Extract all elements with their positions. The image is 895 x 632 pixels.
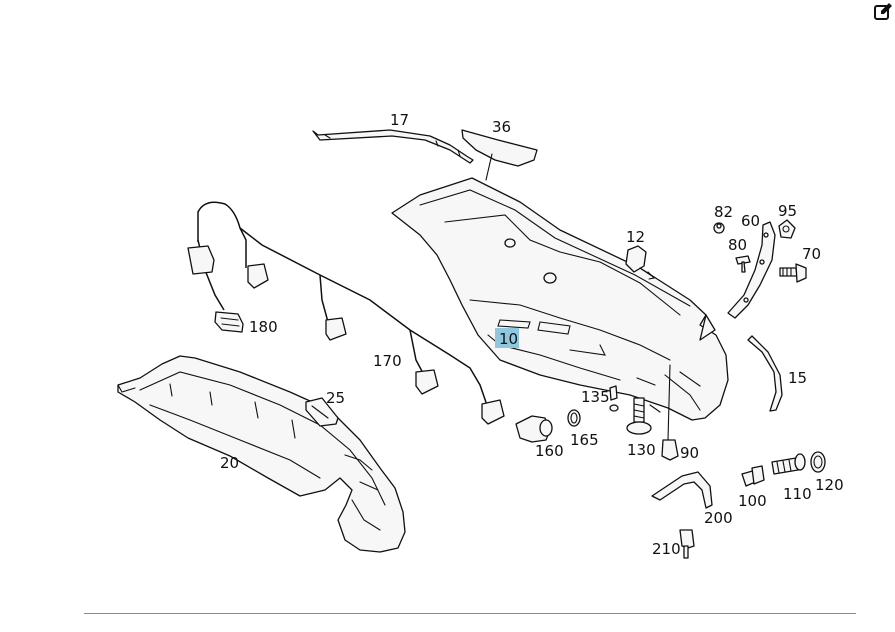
label-165[interactable]: 165 bbox=[570, 431, 599, 449]
label-15[interactable]: 15 bbox=[788, 369, 807, 387]
edit-button[interactable] bbox=[873, 2, 893, 22]
rivet-part[interactable] bbox=[661, 439, 679, 461]
label-70[interactable]: 70 bbox=[802, 245, 821, 263]
label-95[interactable]: 95 bbox=[778, 202, 797, 220]
label-135[interactable]: 135 bbox=[581, 388, 610, 406]
label-170[interactable]: 170 bbox=[373, 352, 402, 370]
tow-hook-cover-part[interactable] bbox=[625, 245, 656, 280]
label-80[interactable]: 80 bbox=[728, 236, 747, 254]
mount-bracket-part[interactable] bbox=[305, 397, 339, 427]
label-110[interactable]: 110 bbox=[783, 485, 812, 503]
edit-icon bbox=[874, 3, 892, 20]
flange-nut-part[interactable] bbox=[810, 451, 826, 473]
nut-part[interactable] bbox=[713, 222, 725, 234]
bracket-part[interactable] bbox=[727, 221, 776, 319]
label-180[interactable]: 180 bbox=[249, 318, 278, 336]
hex-bolt-part[interactable] bbox=[741, 465, 765, 487]
pin-part[interactable] bbox=[679, 529, 695, 559]
label-25[interactable]: 25 bbox=[326, 389, 345, 407]
label-100[interactable]: 100 bbox=[738, 492, 767, 510]
screw-part[interactable] bbox=[735, 255, 751, 273]
lower-panel-part[interactable] bbox=[117, 355, 406, 553]
side-strip-part[interactable] bbox=[747, 335, 783, 412]
label-130[interactable]: 130 bbox=[627, 441, 656, 459]
label-120[interactable]: 120 bbox=[815, 476, 844, 494]
trim-strip-part[interactable] bbox=[312, 129, 474, 164]
bolt-part[interactable] bbox=[779, 263, 807, 283]
label-210[interactable]: 210 bbox=[652, 540, 681, 558]
bumper-cover-part[interactable] bbox=[391, 177, 729, 441]
mounting-screw-part[interactable] bbox=[626, 397, 652, 435]
label-12[interactable]: 12 bbox=[626, 228, 645, 246]
expansion-clip-part[interactable] bbox=[609, 385, 619, 412]
label-90[interactable]: 90 bbox=[680, 444, 699, 462]
clip-part[interactable] bbox=[778, 219, 796, 239]
label-36[interactable]: 36 bbox=[492, 118, 511, 136]
label-160[interactable]: 160 bbox=[535, 442, 564, 460]
parking-sensor-part[interactable] bbox=[515, 415, 553, 443]
label-60[interactable]: 60 bbox=[741, 212, 760, 230]
label-10[interactable]: 10 bbox=[499, 330, 518, 348]
sensor-ring-part[interactable] bbox=[567, 409, 581, 427]
label-200[interactable]: 200 bbox=[704, 509, 733, 527]
selected-part-highlight bbox=[495, 328, 519, 348]
label-20[interactable]: 20 bbox=[220, 454, 239, 472]
reflector-part[interactable] bbox=[461, 129, 538, 181]
bottom-divider bbox=[84, 613, 856, 614]
wiring-harness-part[interactable] bbox=[187, 201, 505, 425]
label-82[interactable]: 82 bbox=[714, 203, 733, 221]
label-17[interactable]: 17 bbox=[390, 111, 409, 129]
threaded-screw-part[interactable] bbox=[771, 453, 806, 475]
connector-block-part[interactable] bbox=[214, 311, 244, 333]
clamp-part[interactable] bbox=[651, 471, 713, 509]
